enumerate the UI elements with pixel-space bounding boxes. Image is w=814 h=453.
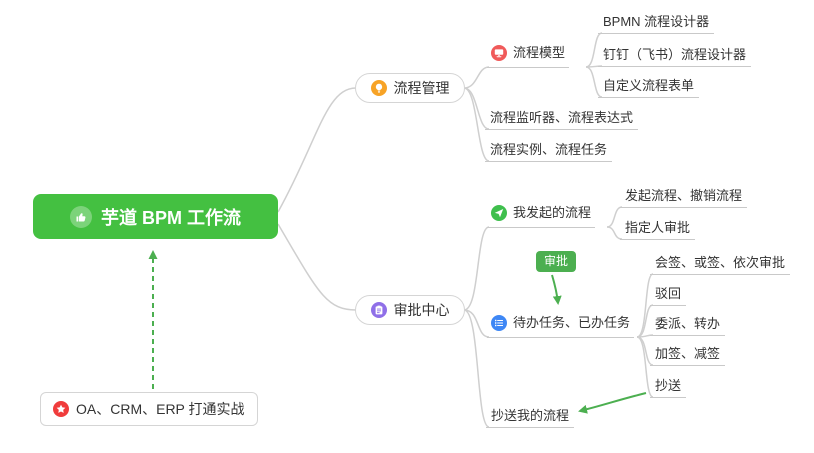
leaf-label: 自定义流程表单 — [603, 78, 695, 93]
leaf-label: 抄送我的流程 — [491, 408, 570, 423]
node-assignee-approval[interactable]: 指定人审批 — [620, 220, 696, 240]
badge-label: 审批 — [544, 254, 569, 268]
node-label: 流程模型 — [513, 45, 566, 60]
node-my-initiated[interactable]: 我发起的流程 — [487, 203, 596, 228]
leaf-label: 会签、或签、依次审批 — [655, 255, 786, 270]
node-custom-form[interactable]: 自定义流程表单 — [598, 78, 700, 98]
node-countersign[interactable]: 会签、或签、依次审批 — [650, 255, 791, 275]
node-label: 我发起的流程 — [513, 205, 592, 220]
leaf-label: 驳回 — [655, 286, 682, 301]
leaf-label: 抄送 — [655, 378, 682, 393]
lightbulb-icon — [370, 80, 387, 96]
leaf-label: 加签、减签 — [655, 346, 721, 361]
node-cc-my-process[interactable]: 抄送我的流程 — [486, 408, 575, 428]
root-label: 芋道 BPM 工作流 — [100, 207, 241, 228]
branch-label: 审批中心 — [393, 302, 450, 318]
monitor-icon — [491, 45, 507, 61]
branch-label: 流程管理 — [393, 80, 450, 96]
leaf-label: 指定人审批 — [625, 220, 691, 235]
node-add-remove-sign[interactable]: 加签、减签 — [650, 346, 726, 366]
node-delegate-transfer[interactable]: 委派、转办 — [650, 316, 726, 336]
node-label: 待办任务、已办任务 — [513, 315, 631, 330]
cc-to-ccmy-arrow — [578, 392, 647, 414]
leaf-label: BPMN 流程设计器 — [603, 14, 710, 29]
star-icon — [53, 401, 69, 417]
node-instance-task[interactable]: 流程实例、流程任务 — [485, 142, 613, 162]
practice-node[interactable]: OA、CRM、ERP 打通实战 — [40, 392, 258, 426]
node-initiate-cancel[interactable]: 发起流程、撤销流程 — [620, 188, 748, 208]
node-cc[interactable]: 抄送 — [650, 378, 687, 398]
clipboard-icon — [370, 302, 387, 318]
branch-approval-center[interactable]: 审批中心 — [355, 295, 465, 325]
leaf-label: 流程实例、流程任务 — [490, 142, 608, 157]
root-node[interactable]: 芋道 BPM 工作流 — [33, 194, 278, 239]
practice-label: OA、CRM、ERP 打通实战 — [76, 401, 245, 417]
task-list-icon — [491, 315, 507, 331]
node-dingtalk-designer[interactable]: 钉钉（飞书）流程设计器 — [598, 47, 752, 67]
leaf-label: 委派、转办 — [655, 316, 721, 331]
approve-badge-arrow — [551, 274, 562, 305]
leaf-label: 发起流程、撤销流程 — [625, 188, 743, 203]
thumbs-up-icon — [69, 205, 92, 228]
branch-process-management[interactable]: 流程管理 — [355, 73, 465, 103]
leaf-label: 钉钉（飞书）流程设计器 — [603, 47, 747, 62]
approve-badge[interactable]: 审批 — [536, 251, 577, 272]
node-reject[interactable]: 驳回 — [650, 286, 687, 306]
paper-plane-icon — [491, 205, 507, 221]
node-bpmn-designer[interactable]: BPMN 流程设计器 — [598, 14, 715, 34]
node-process-model[interactable]: 流程模型 — [487, 43, 570, 68]
node-todo-done[interactable]: 待办任务、已办任务 — [487, 313, 635, 338]
leaf-label: 流程监听器、流程表达式 — [490, 110, 634, 125]
node-listener-expression[interactable]: 流程监听器、流程表达式 — [485, 110, 639, 130]
